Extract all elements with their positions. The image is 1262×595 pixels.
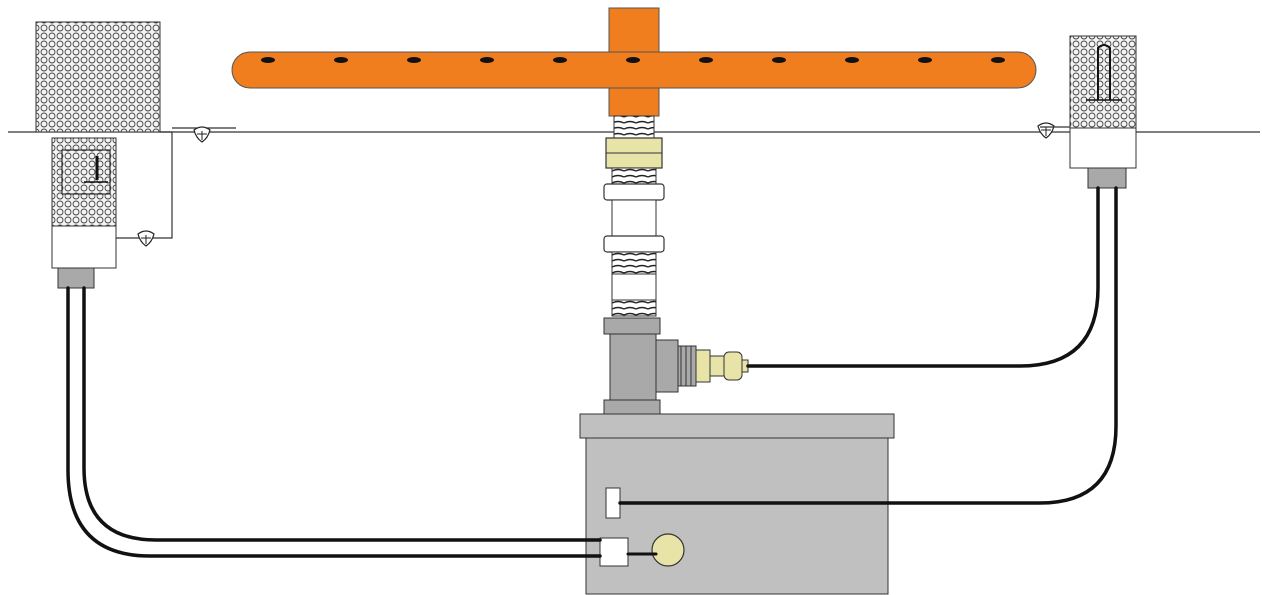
right-housing-cap (1087, 167, 1127, 189)
spray-bar-pipe (231, 51, 1037, 89)
spray-nozzle (553, 57, 567, 63)
threaded-nipple-middle (611, 251, 657, 275)
pvc-coupling-top-ring (603, 183, 665, 201)
brass-threaded-adapter (709, 355, 725, 377)
control-box-body (585, 437, 889, 595)
float-switch-marker (137, 230, 155, 247)
fitting-to-right-cable (746, 186, 1100, 368)
right-mesh-enclosure (1069, 35, 1137, 129)
left-switch-housing (51, 225, 117, 269)
pvc-pipe-segment (611, 199, 657, 237)
pvc-pipe-lower (611, 273, 657, 305)
spray-nozzle (261, 57, 275, 63)
tee-fitting-body (609, 333, 657, 403)
spray-nozzle (407, 57, 421, 63)
brass-hex-nut (695, 349, 711, 383)
socket-lower (599, 537, 629, 567)
tee-fitting-base (603, 399, 661, 415)
left-float-wire (116, 131, 173, 239)
socket-upper (605, 487, 621, 519)
left-cable-inner (82, 286, 602, 542)
float-switch-marker (193, 126, 211, 143)
right-float-hook (1097, 44, 1111, 100)
spray-nozzle (772, 57, 786, 63)
spray-nozzle (480, 57, 494, 63)
threaded-nipple-lower (611, 299, 657, 317)
control-box-lid (579, 413, 895, 439)
float-switch-marker (1037, 122, 1055, 139)
spray-nozzle (626, 57, 640, 63)
cables (66, 186, 1118, 558)
socket-to-right-cable (618, 186, 1118, 505)
float-switches (137, 122, 1055, 247)
spray-nozzle (699, 57, 713, 63)
threaded-nipple-top (613, 115, 655, 139)
spray-nozzle (918, 57, 932, 63)
spray-nozzle (991, 57, 1005, 63)
left-housing-cap (57, 267, 95, 289)
cable-gland (651, 533, 685, 567)
right-switch-housing (1069, 127, 1137, 169)
spray-nozzle (334, 57, 348, 63)
threaded-nipple-upper (611, 167, 657, 185)
left-cable-outer (66, 286, 602, 558)
left-mesh-enclosure-top (35, 21, 161, 133)
tee-fitting-collar (603, 317, 661, 335)
left-switch-window (61, 149, 111, 195)
brass-compression-fitting (723, 351, 743, 381)
spray-nozzles (261, 57, 1005, 63)
tee-fitting-branch (655, 339, 679, 393)
spray-nozzle (845, 57, 859, 63)
pvc-coupling-bottom-ring (603, 235, 665, 253)
